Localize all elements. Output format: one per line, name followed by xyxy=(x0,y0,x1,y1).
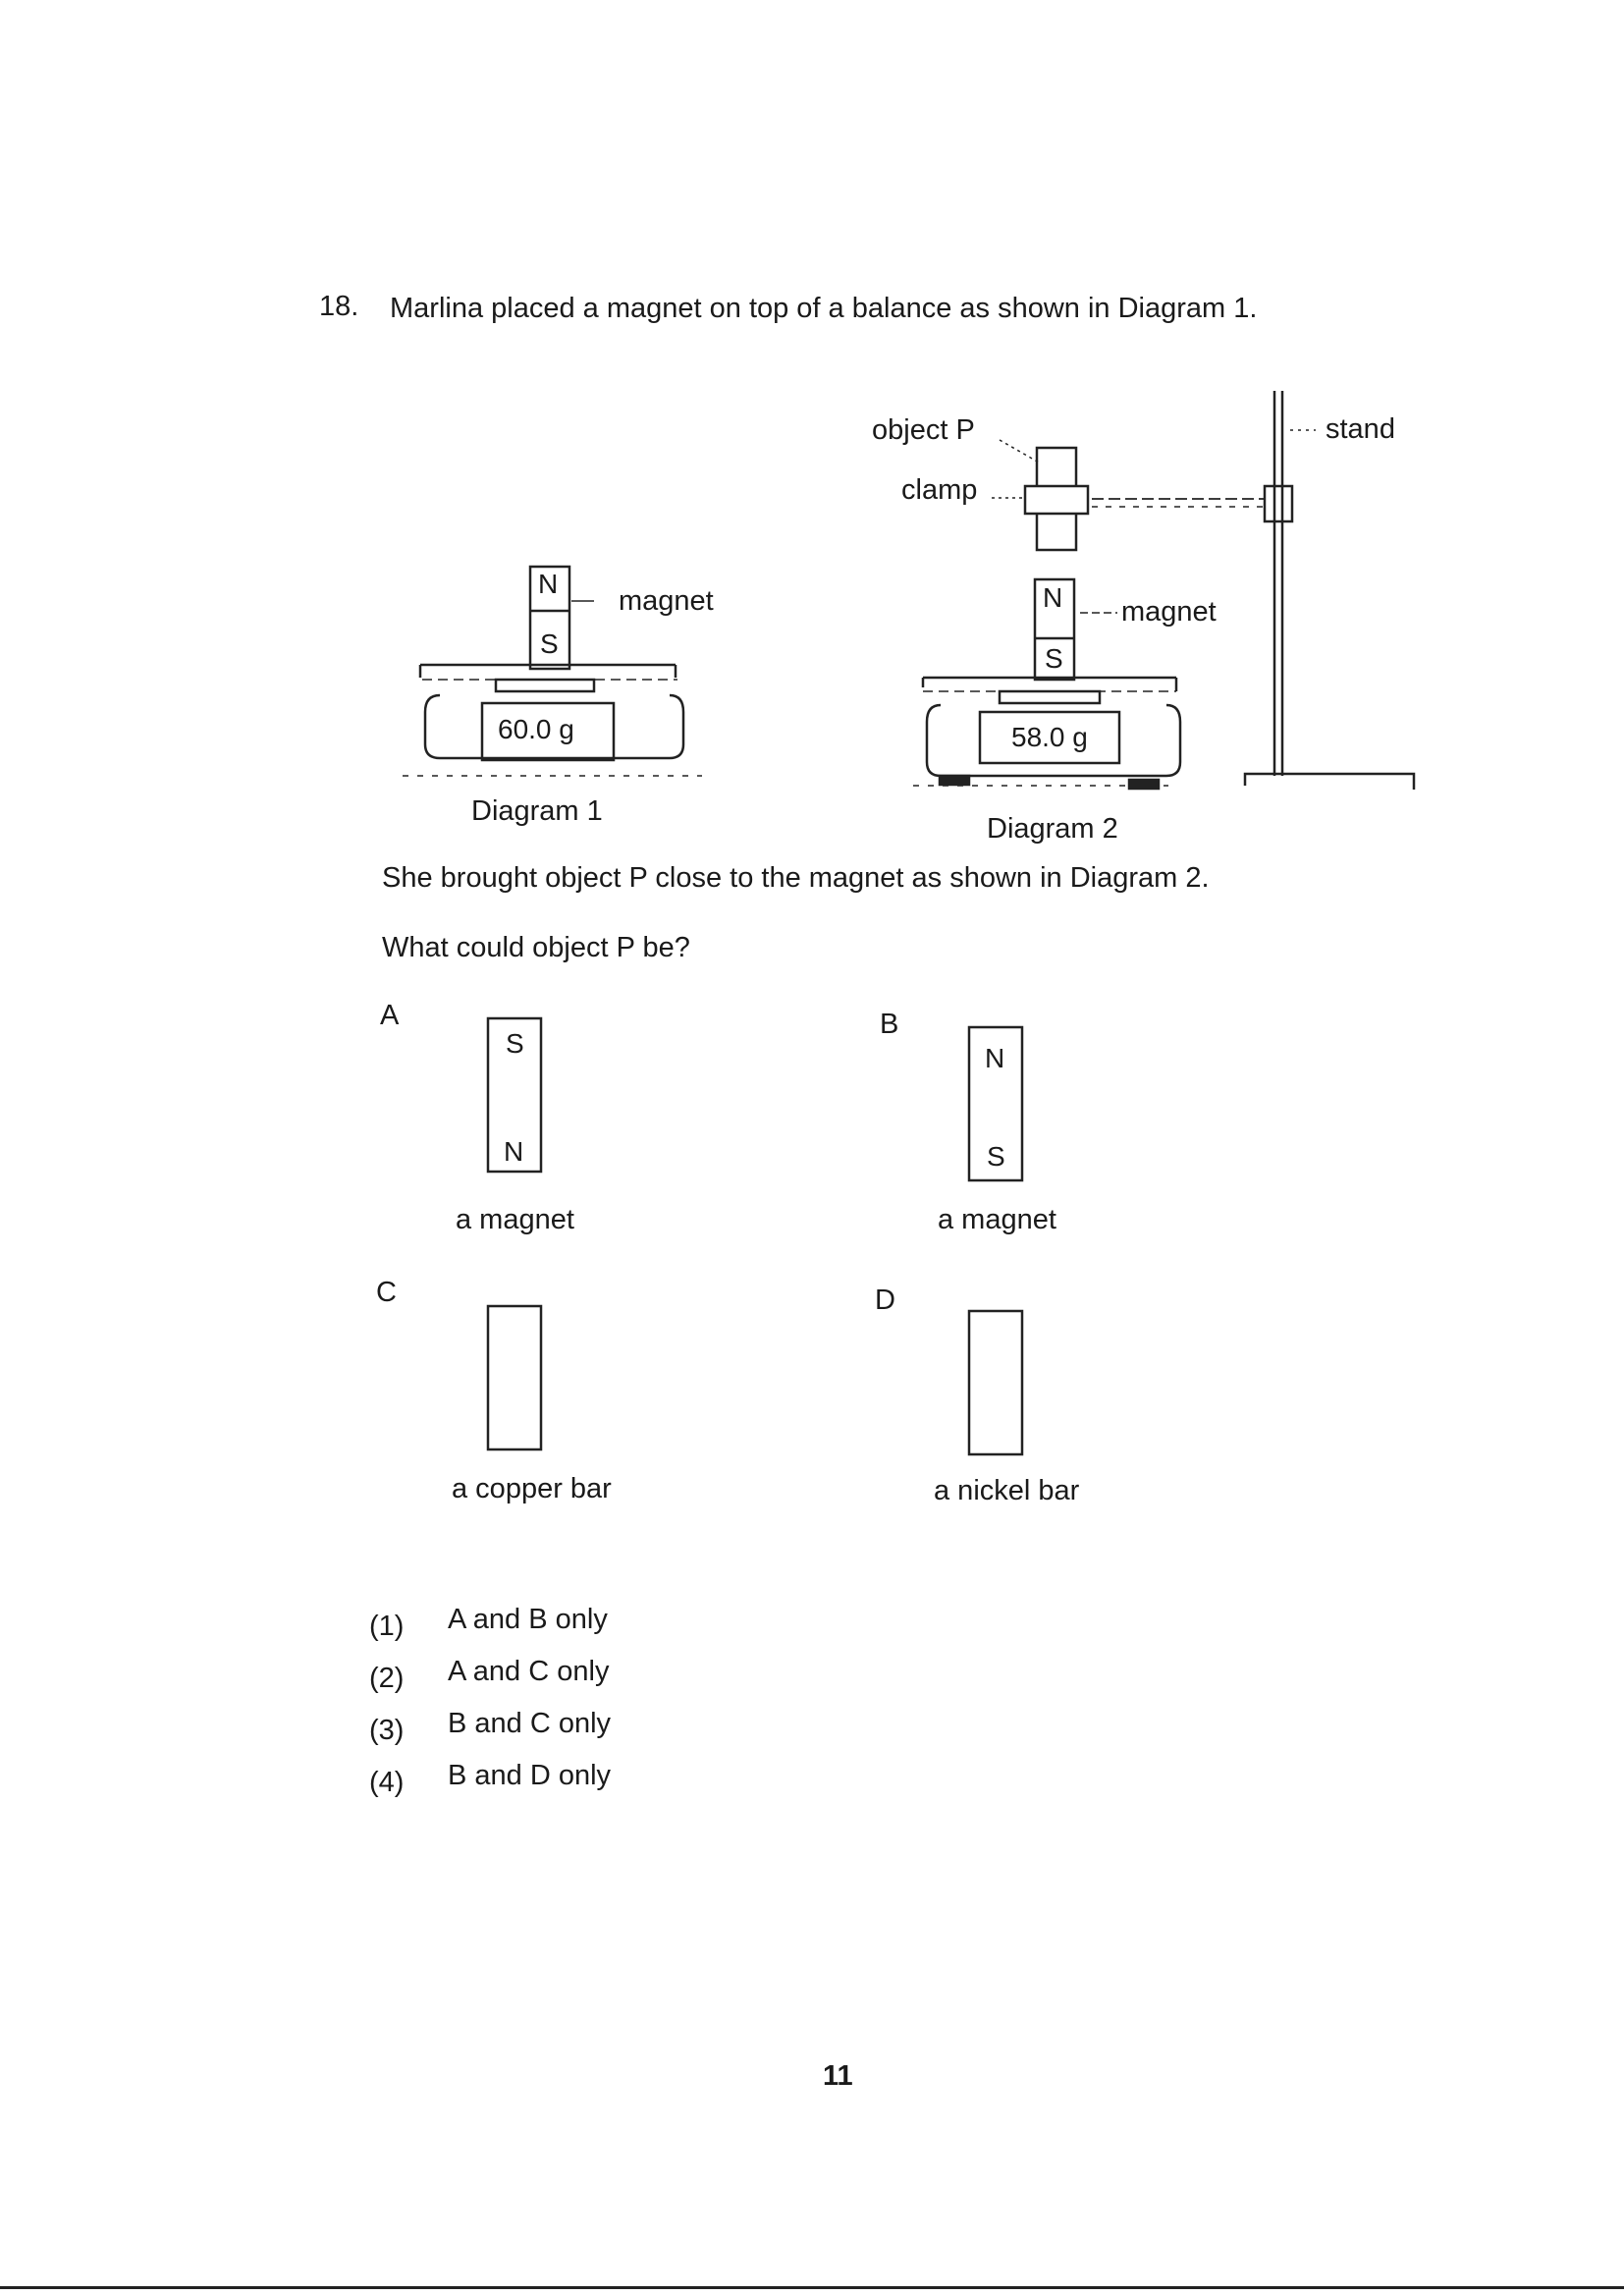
option-b-pole-bottom: S xyxy=(987,1141,1005,1172)
option-c-bar xyxy=(486,1304,543,1451)
diagram2-display xyxy=(978,710,1121,765)
question-number: 18. xyxy=(319,291,359,322)
question-followup: She brought object P close to the magnet… xyxy=(382,862,1210,894)
answer-2-num: (2) xyxy=(369,1663,405,1694)
option-d-caption: a nickel bar xyxy=(934,1475,1080,1506)
answer-1-num: (1) xyxy=(369,1611,405,1642)
object-p-leader xyxy=(999,439,1042,465)
answer-4-num: (4) xyxy=(369,1767,405,1798)
option-b-caption: a magnet xyxy=(938,1204,1056,1235)
diagram1-pole-s: S xyxy=(540,629,559,659)
answer-1-text: A and B only xyxy=(448,1604,608,1635)
stand-label: stand xyxy=(1326,413,1395,445)
page-number: 11 xyxy=(823,2060,853,2092)
question-prompt: What could object P be? xyxy=(382,932,690,963)
option-d-letter: D xyxy=(875,1285,895,1316)
option-a-letter: A xyxy=(380,1000,400,1031)
option-b-pole-top: N xyxy=(985,1043,1005,1073)
diagram2-pole-n: N xyxy=(1043,582,1063,613)
diagram1-caption: Diagram 1 xyxy=(471,795,603,827)
option-a-pole-top: S xyxy=(506,1028,524,1059)
object-p-label: object P xyxy=(872,414,975,446)
diagram1-magnet-label: magnet xyxy=(619,585,714,617)
answer-2-text: A and C only xyxy=(448,1656,610,1687)
diagram2-pole-s: S xyxy=(1045,643,1063,674)
clamp-jaw xyxy=(1023,484,1090,516)
option-d-bar xyxy=(967,1309,1024,1456)
diagram2-balance-body xyxy=(925,703,1182,778)
answer-3-text: B and C only xyxy=(448,1708,612,1739)
option-b-bar xyxy=(967,1025,1024,1182)
diagram2-magnet-label: magnet xyxy=(1121,596,1217,628)
diagram2-pan-stem xyxy=(998,689,1102,705)
diagram1-reading: 60.0 g xyxy=(498,714,574,744)
diagram1-display xyxy=(480,701,616,762)
option-a-bar xyxy=(486,1016,543,1174)
answer-3-num: (3) xyxy=(369,1715,405,1746)
question-stem: Marlina placed a magnet on top of a bala… xyxy=(390,293,1258,324)
diagram1-balance-body xyxy=(423,693,685,760)
diagram2-magnet-body xyxy=(1033,577,1076,682)
stand-base xyxy=(1243,772,1416,790)
option-a-caption: a magnet xyxy=(456,1204,574,1235)
diagram1-pole-n: N xyxy=(538,569,559,599)
diagram1-magnet-body xyxy=(528,565,571,671)
diagram1-pan-stem xyxy=(494,678,596,693)
option-a-pole-bottom: N xyxy=(504,1136,524,1167)
diagram2-reading: 58.0 g xyxy=(1011,722,1088,752)
option-c-caption: a copper bar xyxy=(452,1473,612,1504)
answer-4-text: B and D only xyxy=(448,1760,612,1791)
diagram2-foot-right xyxy=(1127,778,1161,791)
stand-clamp-boss xyxy=(1263,484,1294,523)
option-c-letter: C xyxy=(376,1277,397,1308)
clamp-label: clamp xyxy=(901,474,978,506)
page-bottom-rule xyxy=(0,2286,1624,2289)
diagram2-foot-left xyxy=(938,774,971,787)
option-b-letter: B xyxy=(880,1009,899,1040)
diagram2-caption: Diagram 2 xyxy=(987,813,1118,845)
